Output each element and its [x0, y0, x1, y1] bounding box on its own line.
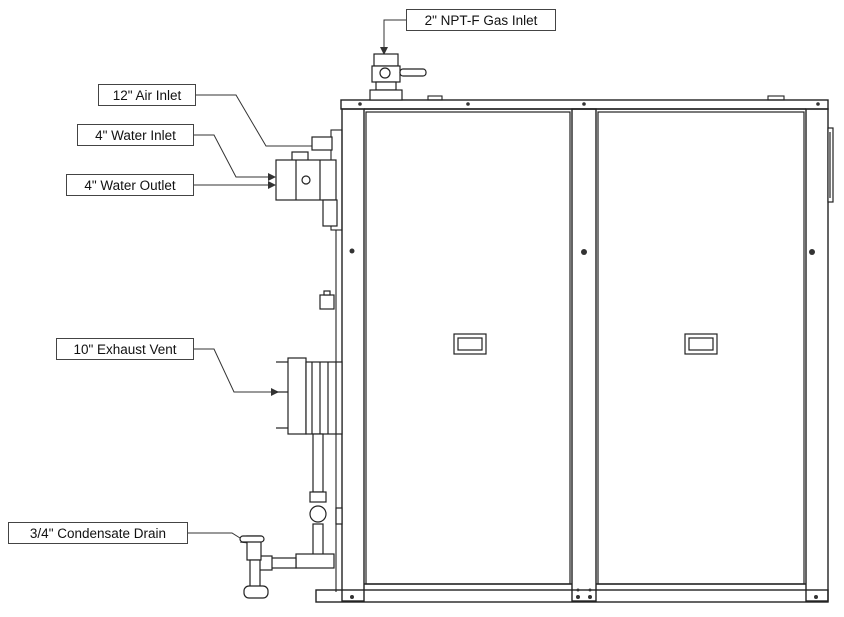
boiler-cabinet: [315, 99, 829, 603]
left-door-panel: [365, 111, 571, 585]
fasteners: [349, 102, 820, 599]
door-handles: [453, 333, 718, 355]
door-panels: [365, 111, 805, 585]
side-rail: [827, 127, 834, 203]
condensate-drain-pipe: [239, 433, 343, 599]
water-manifold: [275, 136, 338, 227]
exhaust-vent-label: 10" Exhaust Vent: [56, 338, 194, 360]
exhaust-vent: [276, 357, 343, 435]
air-inlet-label: 12" Air Inlet: [98, 84, 196, 106]
side-fitting: [319, 290, 335, 310]
condensate-drain-label: 3/4" Condensate Drain: [8, 522, 188, 544]
gas-inlet-label: 2" NPT-F Gas Inlet: [406, 9, 556, 31]
right-door-panel: [597, 111, 805, 585]
water-outlet-label: 4" Water Outlet: [66, 174, 194, 196]
leader-lines: [188, 19, 406, 544]
water-inlet-label: 4" Water Inlet: [77, 124, 194, 146]
gas-inlet-valve: [369, 53, 427, 101]
